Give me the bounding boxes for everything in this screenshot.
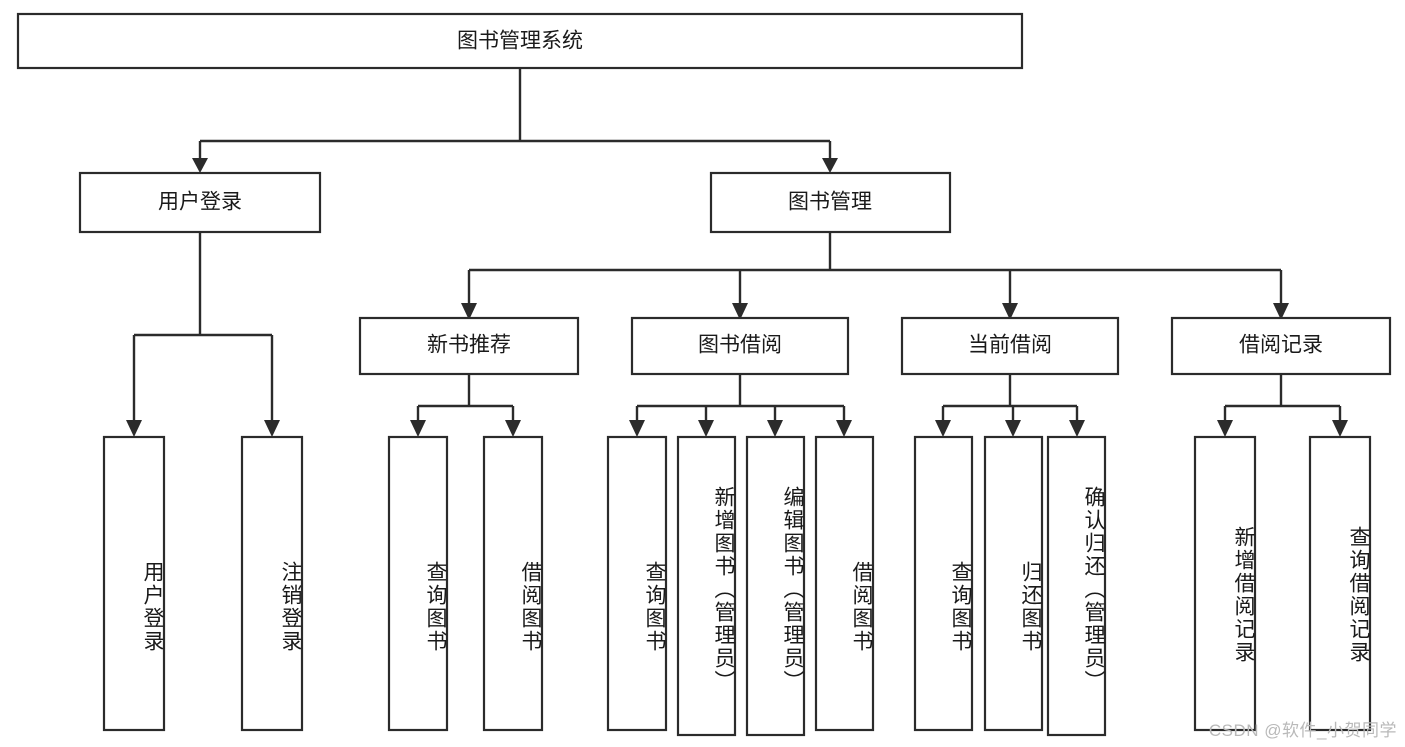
leaf-box-current-borrow-return[interactable] bbox=[983, 435, 1044, 732]
leaf-box-book-borrow-query[interactable] bbox=[606, 435, 668, 732]
leaf-box-borrow-record-query[interactable] bbox=[1308, 435, 1372, 732]
node-book-manage[interactable]: 图书管理 bbox=[709, 171, 952, 234]
node-borrow-record-label: 借阅记录 bbox=[1239, 334, 1323, 357]
node-current-borrow-box[interactable] bbox=[900, 316, 1120, 376]
leaf-box-user-login-logout[interactable] bbox=[240, 435, 304, 732]
arrow-borrow-record-leaf2 bbox=[1332, 420, 1348, 437]
node-user-login-box[interactable] bbox=[78, 171, 322, 234]
arrow-to-current-borrow bbox=[1002, 303, 1018, 320]
edge-group-user-login-to-leaves bbox=[126, 232, 280, 437]
leaf-box-new-book-query[interactable] bbox=[387, 435, 449, 732]
leaf-box-book-borrow-add[interactable] bbox=[676, 435, 737, 737]
arrow-to-user-login bbox=[192, 158, 208, 173]
arrow-new-book-leaf1 bbox=[410, 420, 426, 437]
arrow-to-book-manage bbox=[822, 158, 838, 173]
node-new-book-recommend-label: 新书推荐 bbox=[427, 334, 511, 357]
leaf-box-user-login-login[interactable] bbox=[102, 435, 166, 732]
edge-group-book-borrow-to-leaves bbox=[629, 374, 852, 437]
node-book-manage-box[interactable] bbox=[709, 171, 952, 234]
arrow-current-borrow-leaf1 bbox=[935, 420, 951, 437]
node-book-borrow[interactable]: 图书借阅 bbox=[630, 316, 850, 376]
node-root-box[interactable] bbox=[16, 12, 1024, 70]
edge-group-current-borrow-to-leaves bbox=[935, 374, 1085, 437]
arrow-current-borrow-leaf3 bbox=[1069, 420, 1085, 437]
arrow-book-borrow-leaf3 bbox=[767, 420, 783, 437]
node-current-borrow-label: 当前借阅 bbox=[968, 334, 1052, 357]
node-borrow-record[interactable]: 借阅记录 bbox=[1170, 316, 1392, 376]
arrow-to-new-book bbox=[461, 303, 477, 320]
arrow-to-book-borrow bbox=[732, 303, 748, 320]
node-root[interactable]: 图书管理系统 bbox=[16, 12, 1024, 70]
node-current-borrow[interactable]: 当前借阅 bbox=[900, 316, 1120, 376]
node-book-manage-label: 图书管理 bbox=[788, 191, 872, 214]
arrow-user-login-leaf1 bbox=[126, 420, 142, 437]
leaf-box-borrow-record-add[interactable] bbox=[1193, 435, 1257, 732]
node-user-login-label: 用户登录 bbox=[158, 191, 242, 214]
leaf-box-book-borrow-lend[interactable] bbox=[814, 435, 875, 732]
node-new-book-recommend-box[interactable] bbox=[358, 316, 580, 376]
edge-group-borrow-record-to-leaves bbox=[1217, 374, 1348, 437]
edge-group-new-book-to-leaves bbox=[410, 374, 521, 437]
csdn-watermark: CSDN @软件_小贺同学 bbox=[1208, 721, 1397, 740]
arrow-new-book-leaf2 bbox=[505, 420, 521, 437]
node-root-label: 图书管理系统 bbox=[457, 30, 583, 53]
arrow-to-borrow-record bbox=[1273, 303, 1289, 320]
arrow-current-borrow-leaf2 bbox=[1005, 420, 1021, 437]
arrow-book-borrow-leaf4 bbox=[836, 420, 852, 437]
arrow-book-borrow-leaf2 bbox=[698, 420, 714, 437]
arrow-user-login-leaf2 bbox=[264, 420, 280, 437]
node-book-borrow-box[interactable] bbox=[630, 316, 850, 376]
node-user-login[interactable]: 用户登录 bbox=[78, 171, 322, 234]
node-book-borrow-label: 图书借阅 bbox=[698, 334, 782, 357]
node-new-book-recommend[interactable]: 新书推荐 bbox=[358, 316, 580, 376]
arrow-book-borrow-leaf1 bbox=[629, 420, 645, 437]
leaf-box-new-book-borrow[interactable] bbox=[482, 435, 544, 732]
leaf-box-book-borrow-edit[interactable] bbox=[745, 435, 806, 737]
node-borrow-record-box[interactable] bbox=[1170, 316, 1392, 376]
arrow-borrow-record-leaf1 bbox=[1217, 420, 1233, 437]
leaf-box-current-borrow-query[interactable] bbox=[913, 435, 974, 732]
edge-group-book-manage-to-level3 bbox=[461, 232, 1289, 320]
leaf-box-current-borrow-confirm[interactable] bbox=[1046, 435, 1107, 737]
edge-group-root-to-level2 bbox=[192, 68, 838, 173]
